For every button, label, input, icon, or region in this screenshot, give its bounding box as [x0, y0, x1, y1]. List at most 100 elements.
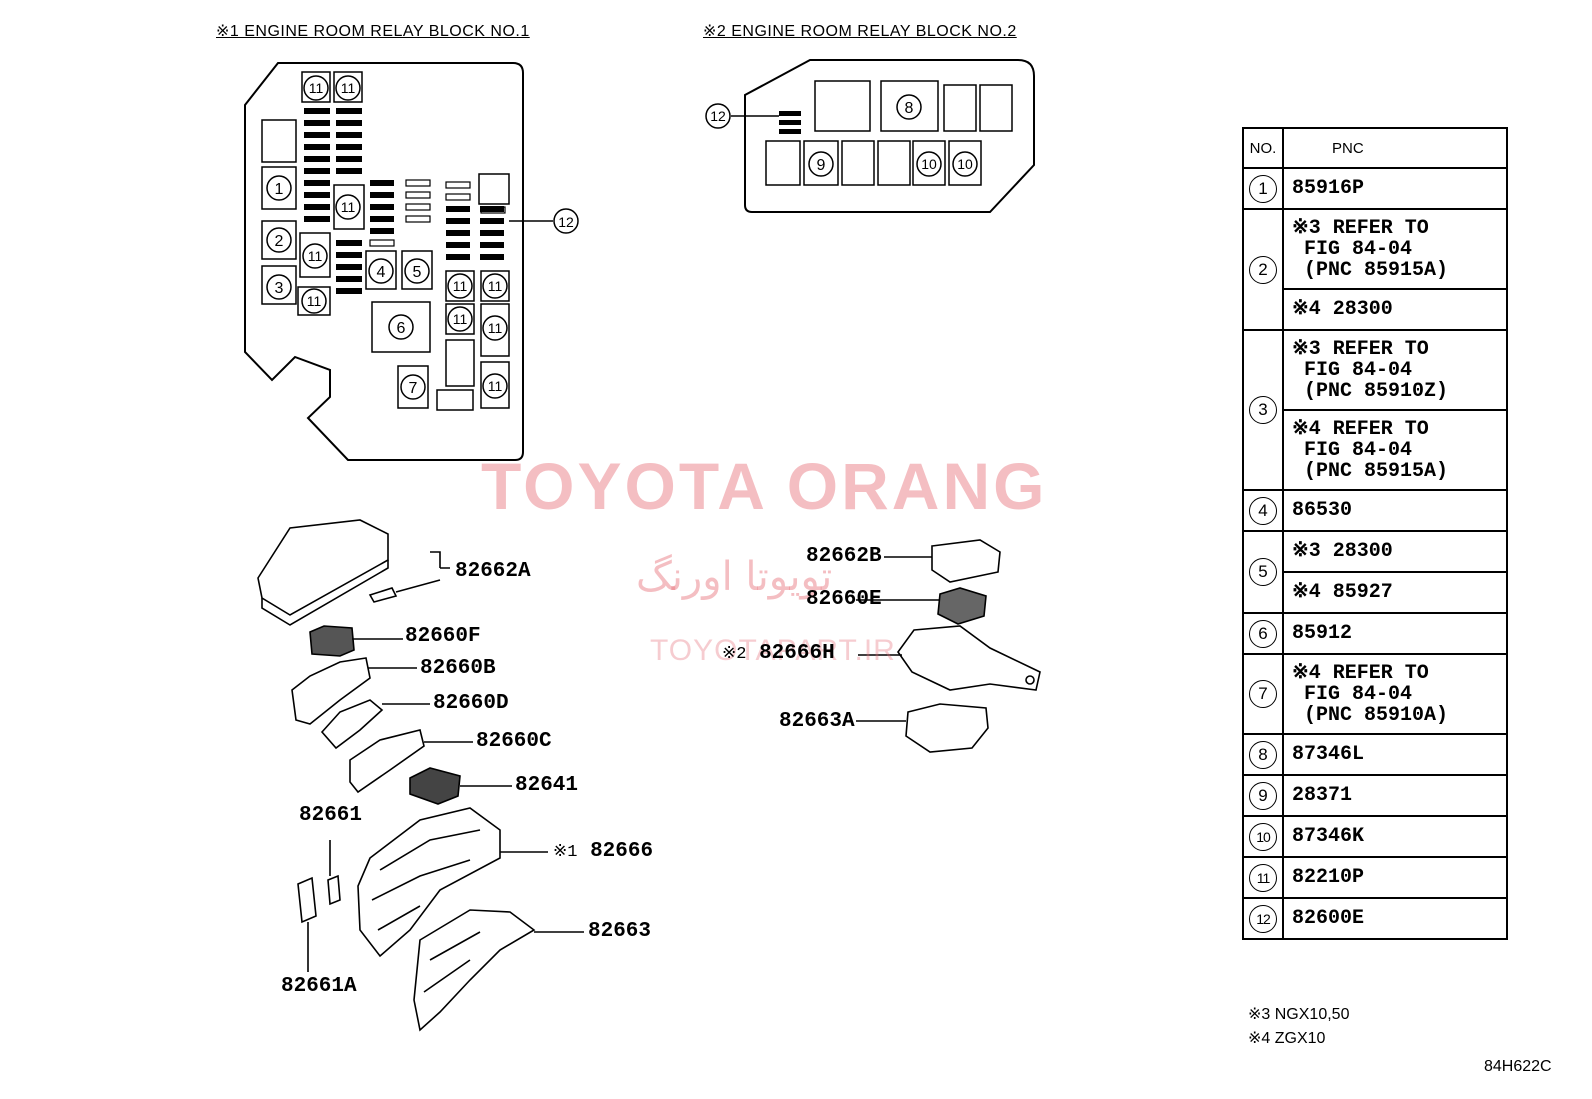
row-number-circle: 4 — [1249, 496, 1277, 525]
part-82660D — [320, 699, 384, 750]
watermark-persian: تویوتا اورنگ — [636, 554, 833, 600]
row-number-circle: 8 — [1249, 740, 1277, 769]
label-11: 11 — [309, 80, 324, 96]
exploded-parts — [257, 519, 1041, 1032]
pnc-cell: ※4 85927 — [1282, 571, 1508, 614]
label-11: 11 — [453, 278, 468, 294]
pnc-cell: 87346L — [1282, 733, 1508, 776]
callout-82666: ※1 82666 — [553, 840, 653, 863]
note-3: ※3 NGX10,50 — [1248, 1006, 1350, 1023]
block1-slot — [301, 71, 331, 103]
pnc-cell: 28371 — [1282, 774, 1508, 817]
label-1: 1 — [275, 181, 284, 198]
label-11: 11 — [453, 311, 468, 327]
block2-slot — [979, 84, 1013, 132]
relay-block-2 — [705, 59, 1035, 213]
label-11: 11 — [488, 278, 503, 294]
block1-slot — [297, 286, 331, 316]
block1-title: ※1 ENGINE ROOM RELAY BLOCK NO.1 — [216, 23, 530, 40]
case-82663 — [413, 909, 536, 1032]
row-number-circle: 3 — [1249, 396, 1277, 424]
callout-82666H: ※2 82666H — [722, 642, 835, 665]
label-2: 2 — [275, 233, 284, 250]
pnc-cell: ※3 REFER TO FIG 84-04 (PNC 85910Z) — [1282, 329, 1508, 411]
callout-82666H-number: 82666H — [759, 642, 835, 665]
pnc-cell: ※4 REFER TO FIG 84-04 (PNC 85915A) — [1282, 409, 1508, 491]
callout-82661: 82661 — [299, 804, 363, 827]
block1-slot — [436, 389, 474, 411]
note-4: ※4 ZGX10 — [1248, 1030, 1326, 1047]
callout-82662B: 82662B — [806, 545, 882, 568]
row-number: 5 — [1242, 530, 1284, 614]
row-number: 12 — [1242, 897, 1284, 940]
clip-82662A — [368, 587, 398, 603]
case-82663A — [905, 703, 989, 753]
block1-slot — [445, 303, 475, 335]
label-11: 11 — [341, 199, 356, 215]
block2-slot — [814, 80, 871, 132]
block2-slot — [912, 140, 946, 186]
pnc-cell: ※4 REFER TO FIG 84-04 (PNC 85910A) — [1282, 653, 1508, 735]
block1-slot — [480, 270, 510, 302]
block1-slot — [299, 232, 331, 278]
callout-82666-number: 82666 — [590, 840, 654, 863]
table-row: ※4 REFER TO FIG 84-04 (PNC 85915A) — [1243, 409, 1508, 491]
part-82641 — [409, 767, 461, 805]
header-pnc: PNC — [1282, 127, 1508, 169]
block2-slot — [803, 140, 839, 186]
figure-code: 84H622C — [1484, 1058, 1552, 1075]
pnc-cell: ※3 28300 — [1282, 530, 1508, 573]
row-number-circle: 12 — [1249, 904, 1277, 933]
pnc-cell: 87346K — [1282, 815, 1508, 858]
label-11: 11 — [488, 378, 503, 394]
row-number: 11 — [1242, 856, 1284, 899]
row-number-circle: 11 — [1249, 863, 1277, 892]
label-9: 9 — [817, 157, 826, 174]
block1-slot — [261, 166, 297, 210]
row-number: 3 — [1242, 329, 1284, 491]
block1-slot — [401, 250, 433, 290]
label-11: 11 — [341, 80, 356, 96]
housing-82666-detail — [371, 829, 481, 931]
label-11: 11 — [307, 293, 322, 309]
callout-82663A: 82663A — [779, 710, 855, 733]
row-number-circle: 7 — [1249, 680, 1277, 708]
watermark-title: TOYOTA ORANG — [481, 449, 1048, 523]
housing-82666 — [357, 807, 501, 958]
block2-slot — [765, 140, 801, 186]
note-mark: ※2 — [722, 645, 747, 664]
pnc-cell: 82600E — [1282, 897, 1508, 940]
row-number-circle: 1 — [1249, 174, 1277, 203]
block2-title: ※2 ENGINE ROOM RELAY BLOCK NO.2 — [703, 23, 1017, 40]
block2-slot — [880, 80, 939, 132]
callout-82661A: 82661A — [281, 975, 357, 998]
label-8: 8 — [905, 100, 914, 117]
block1-slot — [480, 303, 510, 357]
row-number: 10 — [1242, 815, 1284, 858]
block1-slot — [333, 71, 363, 103]
watermark-url: TOYOTAPART.IR — [650, 634, 896, 667]
pnc-cell: 86530 — [1282, 489, 1508, 532]
cover-82662A — [257, 519, 389, 616]
note-mark: ※1 — [553, 843, 578, 862]
part-82661A — [297, 876, 317, 924]
callout-82641: 82641 — [515, 774, 579, 797]
pnc-cell: 82210P — [1282, 856, 1508, 899]
pnc-cell: ※3 REFER TO FIG 84-04 (PNC 85915A) — [1282, 208, 1508, 290]
callout-82663: 82663 — [588, 920, 652, 943]
label-4: 4 — [377, 264, 386, 281]
label-7: 7 — [409, 380, 418, 397]
block1-slot — [371, 301, 431, 353]
case-82663-detail — [423, 931, 481, 993]
table-row: 7※4 REFER TO FIG 84-04 (PNC 85910A) — [1242, 653, 1508, 735]
block1-labels: 1 2 3 4 5 6 7 12 11 11 11 11 11 11 11 11… — [266, 75, 579, 400]
row-number: 8 — [1242, 733, 1284, 776]
callout-82660E: 82660E — [806, 588, 882, 611]
callout-82662A: 82662A — [455, 560, 531, 583]
